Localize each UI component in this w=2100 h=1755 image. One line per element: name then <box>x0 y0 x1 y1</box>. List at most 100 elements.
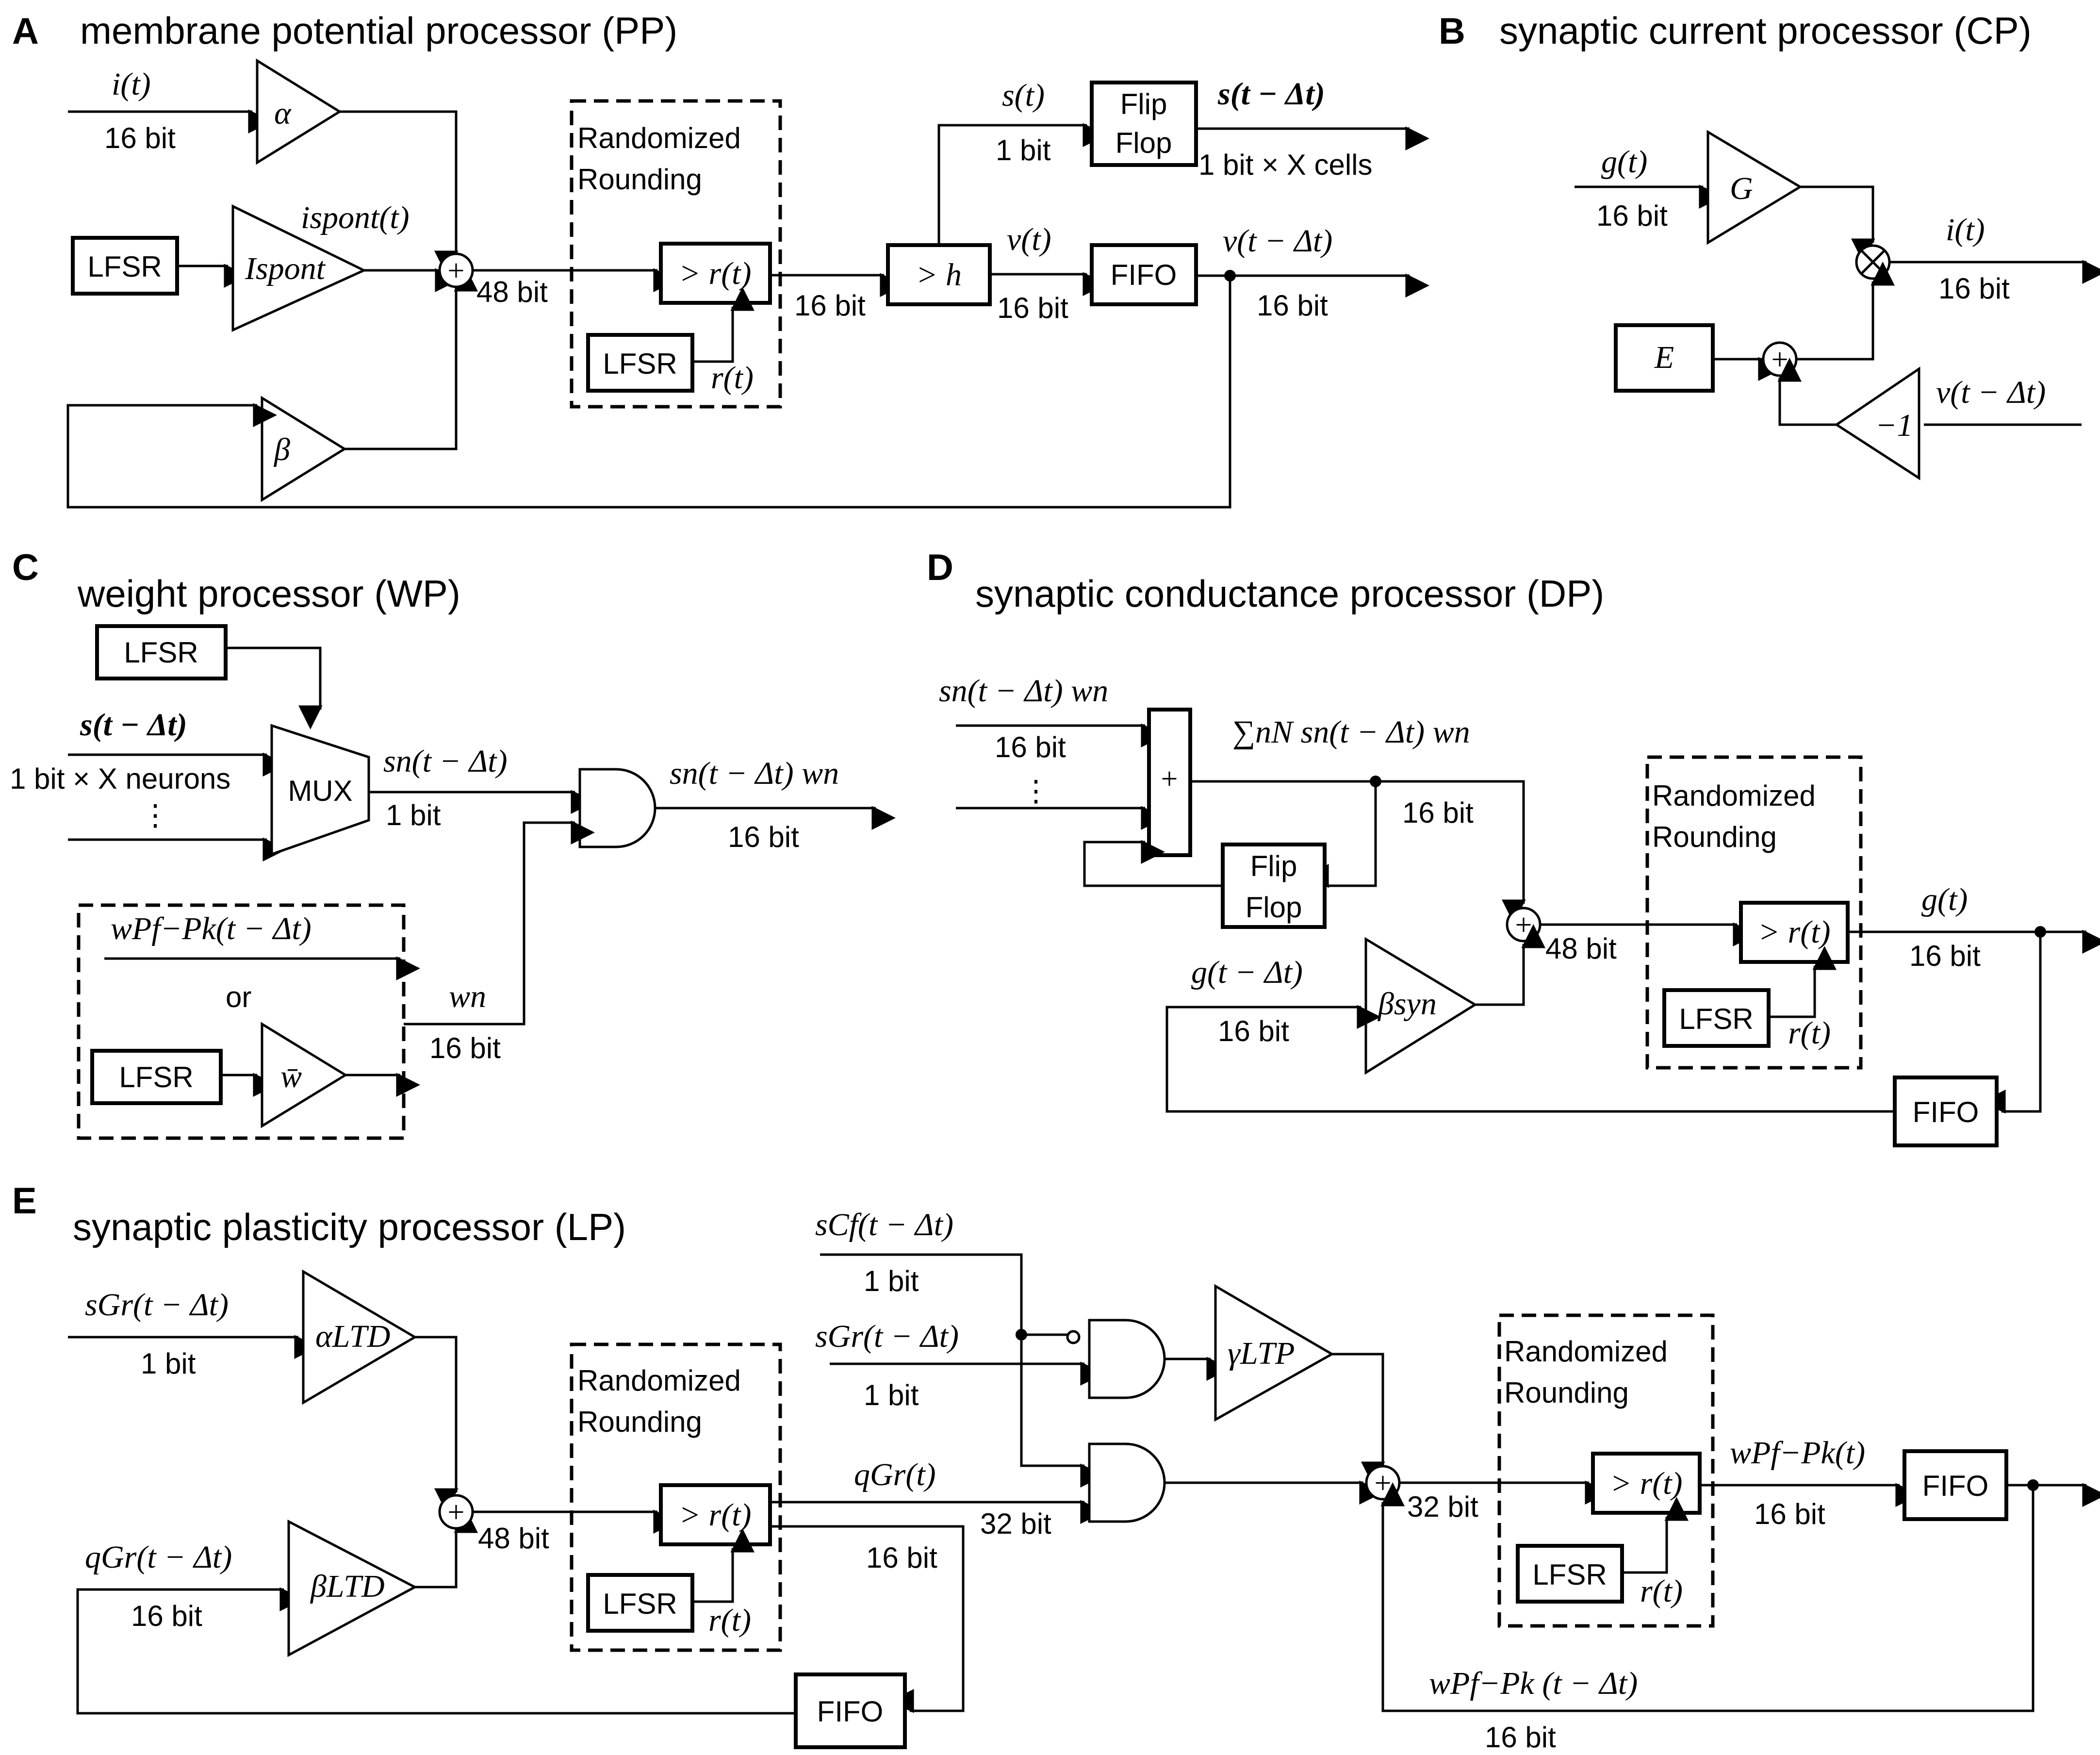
label-16bit-wn: 16 bit <box>429 1032 501 1064</box>
gain-G <box>1706 130 1803 245</box>
lfsr-block-e2 <box>1516 1544 1624 1604</box>
wire-w-feedback <box>1380 1482 2034 1712</box>
label-wn: wn <box>449 979 486 1014</box>
label-wpfpk-dt-c: wPf−Pk(t − Δt) <box>111 911 312 946</box>
label-sgr-dt-e1: sGr(t − Δt) <box>85 1287 229 1323</box>
rr-a-line1: Randomized <box>577 122 741 154</box>
gain-beta-label: β <box>273 432 290 467</box>
compare-r-a-label: > r(t) <box>679 256 751 291</box>
lfsr-label-d: LFSR <box>1679 1003 1753 1035</box>
gain-neg1 <box>1834 366 1920 480</box>
compare-r-e1-label: > r(t) <box>679 1497 751 1533</box>
lfsr-label-e1: LFSR <box>603 1588 677 1620</box>
fifo-a-label: FIFO <box>1111 259 1177 291</box>
compare-r-d-label: > r(t) <box>1758 914 1830 950</box>
wire-betaltd-to-sum <box>415 1509 478 1589</box>
gain-alpha-label: α <box>274 96 292 131</box>
label-48bit-d: 48 bit <box>1545 932 1617 965</box>
wire-scf-to-and2 <box>820 1253 1104 1488</box>
flipflop-a-line1: Flip <box>1120 88 1167 120</box>
lfsr-label-a2: LFSR <box>603 348 677 380</box>
gain-ispont-label: Ispont <box>245 251 326 286</box>
rr-d-line1: Randomized <box>1652 779 1816 812</box>
label-32bit-e1: 32 bit <box>980 1507 1051 1540</box>
label-1bit-s: 1 bit <box>996 134 1051 166</box>
panel-d: D synaptic conductance processor (DP) sn… <box>927 547 2100 1147</box>
compare-h-label: > h <box>916 257 962 293</box>
label-16bit-i-b: 16 bit <box>1938 272 2010 305</box>
label-1bit-e1: 1 bit <box>141 1347 196 1380</box>
wire-lfsr-to-compare-a <box>692 287 755 363</box>
label-16bit-gdt: 16 bit <box>1218 1015 1289 1047</box>
rr-e2-line2: Rounding <box>1504 1376 1629 1409</box>
wire-gamma-to-sum <box>1332 1353 1385 1486</box>
wire-lfsr-to-compare-e1 <box>692 1528 755 1603</box>
mux-c-label: MUX <box>288 775 352 807</box>
fifo-e1 <box>794 1672 907 1749</box>
panel-a: A membrane potential processor (PP) i(t)… <box>12 9 1429 509</box>
label-g-t-b: g(t) <box>1601 144 1647 180</box>
fifo-e1-label: FIFO <box>817 1695 884 1728</box>
label-1bit-x-neurons: 1 bit × X neurons <box>10 762 230 795</box>
wire-acc-to-sum <box>1190 780 1526 924</box>
gain-alpha <box>256 58 342 165</box>
label-v-dt-a: v(t − Δt) <box>1223 223 1332 259</box>
label-16bit-wfb: 16 bit <box>1485 1721 1556 1754</box>
label-16bit-i: 16 bit <box>104 122 176 154</box>
label-sgr-dt-e2: sGr(t − Δt) <box>815 1319 959 1354</box>
wire-h-to-flipflop <box>937 123 1107 245</box>
wire-qgr-feedback <box>76 1587 796 1715</box>
rr-e1-line1: Randomized <box>577 1364 741 1397</box>
junction-e1 <box>1016 1329 1027 1341</box>
panel-a-letter: A <box>12 11 39 52</box>
lfsr-block-c1 <box>95 624 228 680</box>
flipflop-a <box>1090 81 1198 167</box>
randomized-rounding-e1 <box>570 1342 782 1652</box>
label-16bit-gout: 16 bit <box>1909 940 1981 972</box>
fifo-d <box>1893 1076 1999 1147</box>
label-16bit-vout: 16 bit <box>1257 289 1328 322</box>
label-wpfpk-dt-e: wPf−Pk (t − Δt) <box>1429 1666 1638 1701</box>
panel-e-letter: E <box>12 1180 37 1222</box>
label-qgr-t: qGr(t) <box>854 1457 936 1492</box>
label-1bit-e2: 1 bit <box>864 1265 919 1297</box>
lfsr-block-c2 <box>90 1049 223 1105</box>
panel-b-title: synaptic current processor (CP) <box>1499 9 2032 52</box>
label-qgr-dt: qGr(t − Δt) <box>85 1540 232 1575</box>
ellipsis-c: ⋮ <box>141 799 170 831</box>
gain-gamma-ltp <box>1214 1284 1335 1422</box>
flipflop-d <box>1221 843 1327 929</box>
label-16bit-g-b: 16 bit <box>1596 199 1668 232</box>
flipflop-d-line2: Flop <box>1246 891 1302 924</box>
randomized-rounding-d <box>1645 755 1863 1070</box>
wire-lfsr-to-compare-e2 <box>1622 1497 1689 1574</box>
label-16bit-a1: 16 bit <box>794 289 866 322</box>
gain-wbar-label: w̄ <box>280 1059 302 1094</box>
gain-beta-ltd <box>287 1519 418 1657</box>
label-16bit-wt: 16 bit <box>1754 1498 1825 1530</box>
wire-lfsr-to-mux <box>226 646 323 729</box>
label-16bit-qgrdt: 16 bit <box>131 1600 202 1632</box>
wire-g-to-fifo <box>1982 932 2042 1114</box>
adder-b-symbol: + <box>1772 343 1788 376</box>
weight-source-box <box>77 903 406 1140</box>
lfsr-block-a2 <box>586 333 694 393</box>
gain-beta <box>261 396 347 502</box>
panel-e-title: synaptic plasticity processor (LP) <box>73 1206 626 1248</box>
wire-adder-to-mult <box>1796 262 1895 361</box>
lfsr-label-a1: LFSR <box>87 250 162 283</box>
panel-e: E synaptic plasticity processor (LP) sGr… <box>12 1180 2100 1754</box>
gain-beta-ltd-label: βLTD <box>310 1569 385 1604</box>
label-16bit-d1: 16 bit <box>995 731 1066 763</box>
wire-g-feedback <box>1165 1005 1895 1113</box>
panel-c-letter: C <box>12 547 39 588</box>
compare-h <box>886 243 992 306</box>
gain-beta-syn-label: βsyn <box>1377 986 1437 1022</box>
wire-qgr-to-fifo <box>770 1525 965 1713</box>
label-16bit-d2: 16 bit <box>1402 796 1474 829</box>
lfsr-label-e2: LFSR <box>1532 1558 1607 1591</box>
label-1bit-c: 1 bit <box>386 799 441 831</box>
block-E-label: E <box>1654 340 1674 375</box>
wire-flipflop-to-acc <box>1083 840 1320 887</box>
